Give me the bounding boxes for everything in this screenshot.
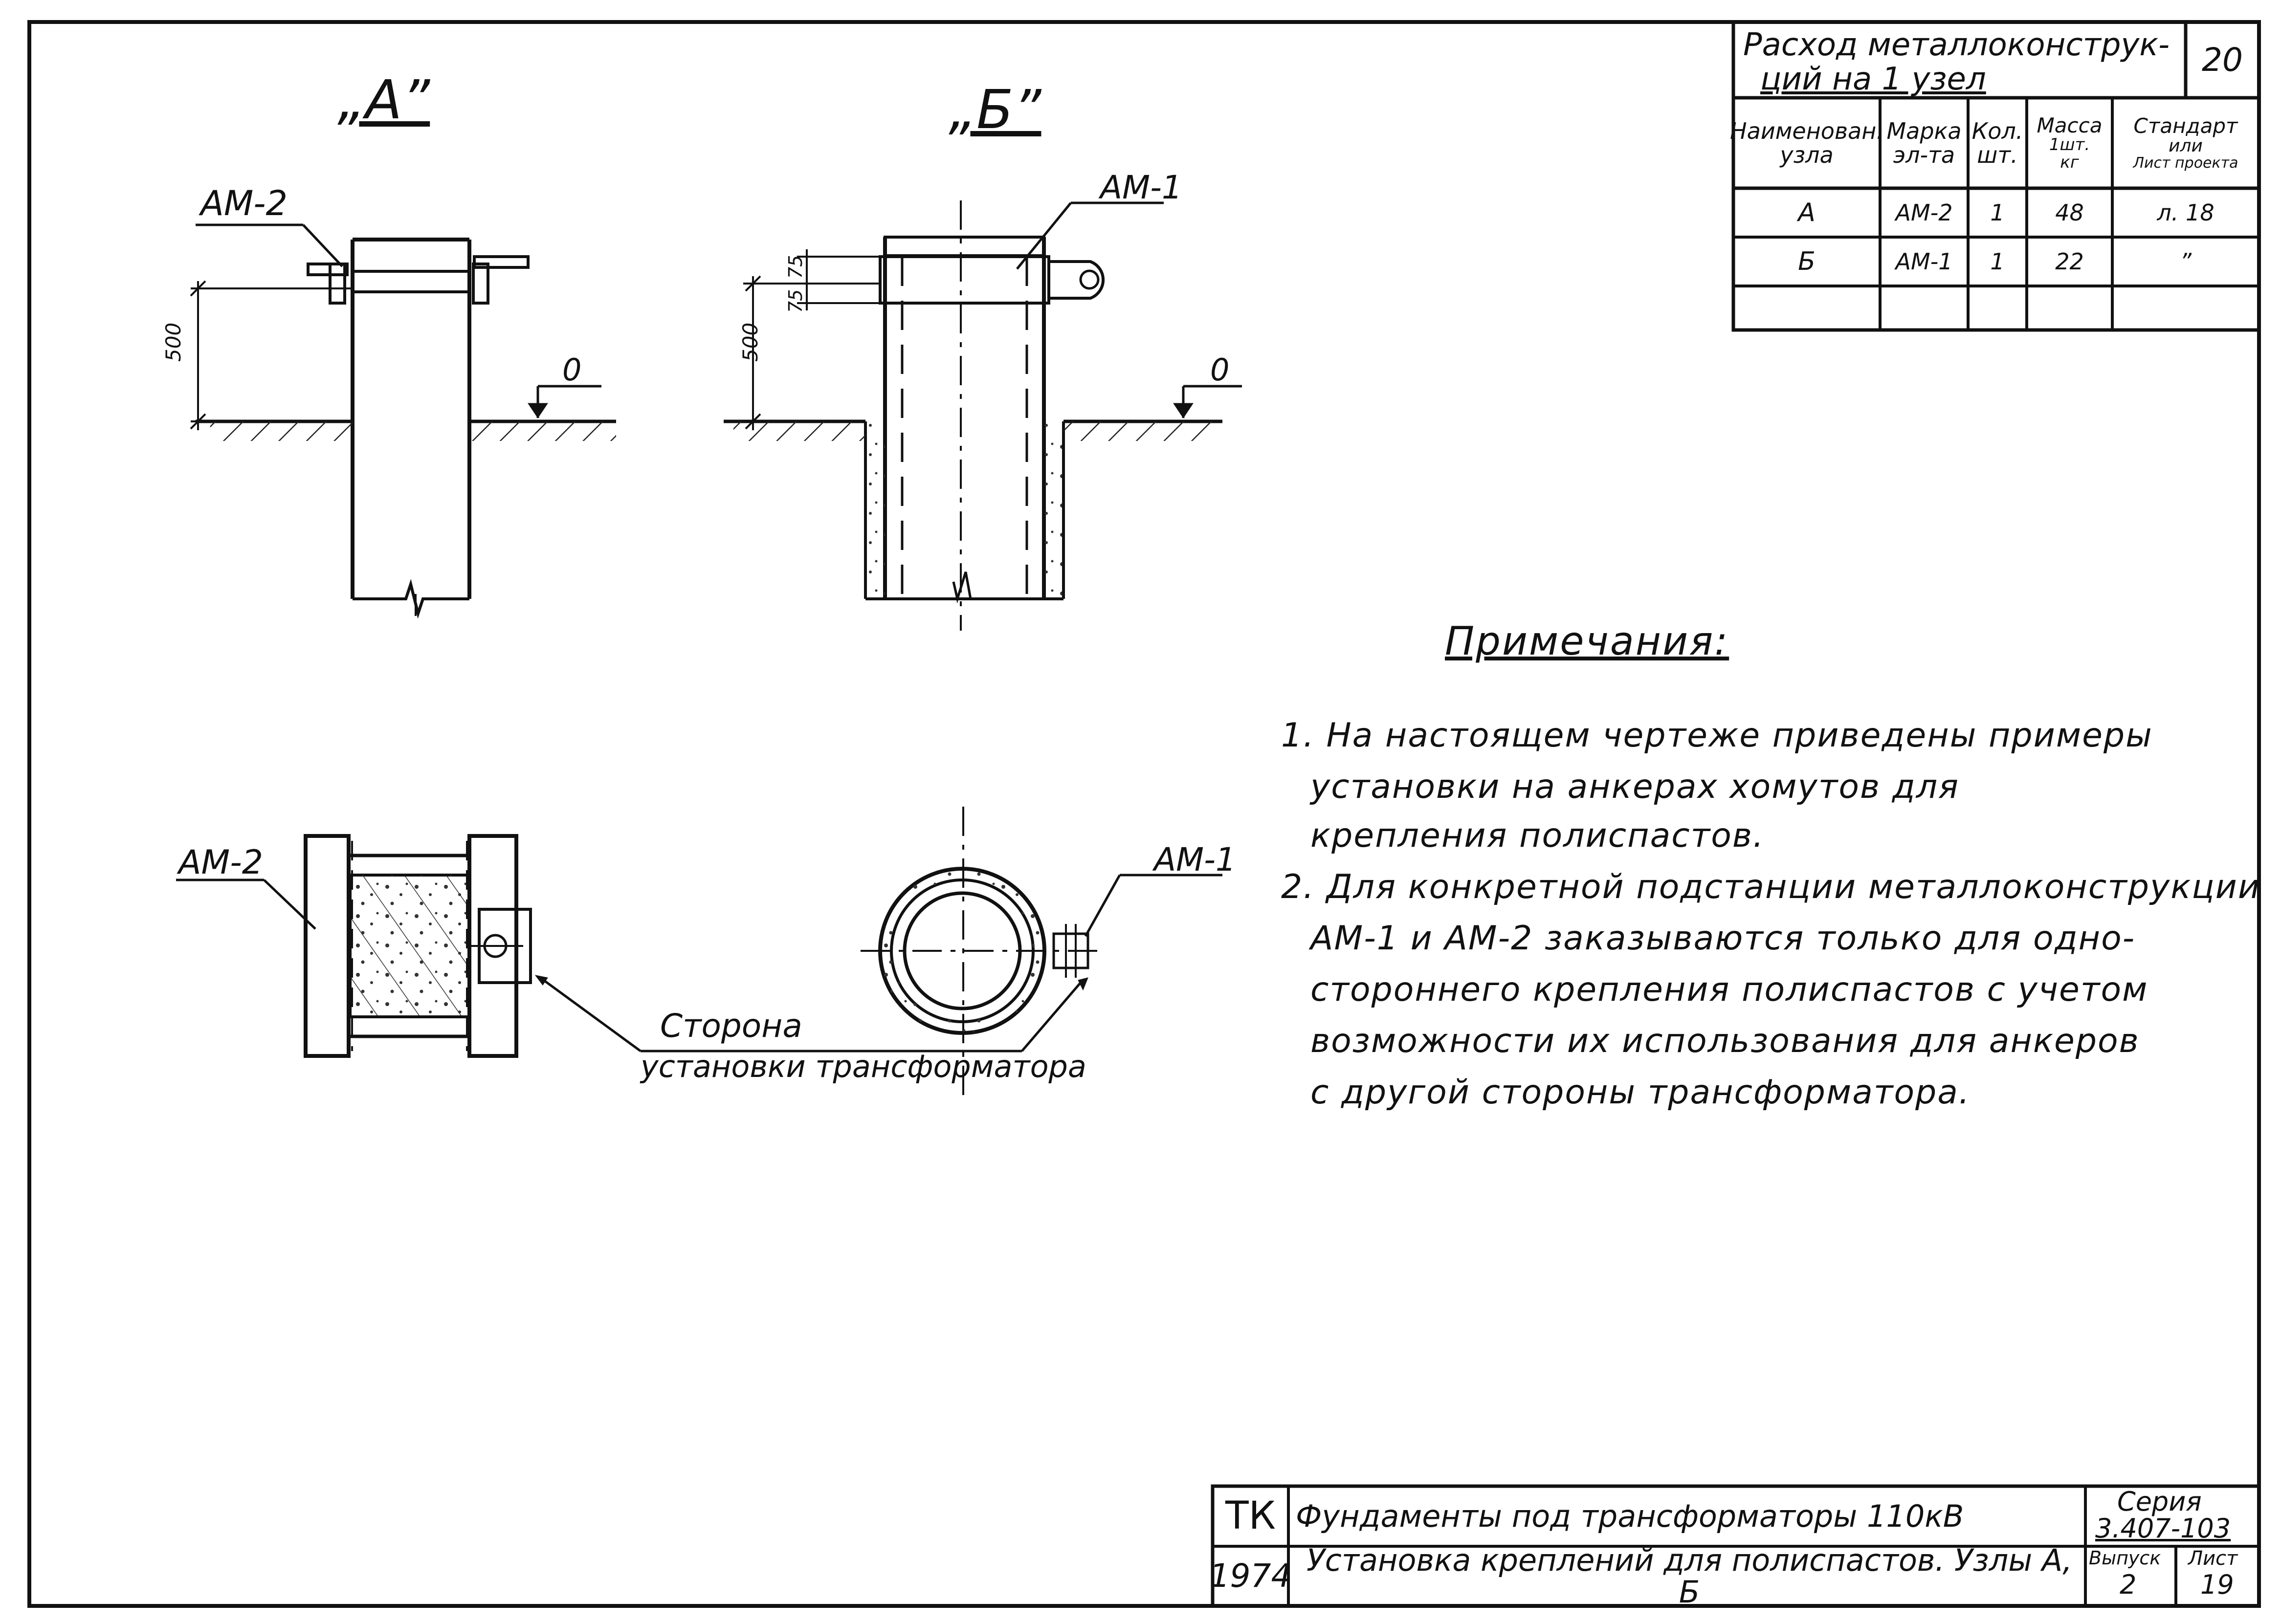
plan-a <box>176 834 1022 1058</box>
title-block-sheet-value: 19 <box>2200 1569 2234 1600</box>
header-mark: Марка эл-та <box>1880 98 1968 188</box>
title-block-issue-label: Выпуск <box>2089 1547 2161 1569</box>
note-line-8: с другой стороны трансформатора. <box>1310 1073 1971 1112</box>
table-row-1-mass: 48 <box>2055 199 2084 226</box>
title-block-sheet-label: Лист <box>2188 1547 2238 1570</box>
header-standard-l1: Стандарт <box>2133 113 2238 138</box>
title-block-grid <box>1211 1484 2261 1608</box>
side-label-line2: установки трансформатора <box>641 1049 1086 1084</box>
table-row-2-mark: АМ-1 <box>1895 248 1953 275</box>
header-qty: Кол. шт. <box>1968 98 2027 188</box>
side-label-line1: Сторона <box>660 1007 802 1045</box>
sheet-border <box>27 20 2261 1608</box>
note-line-1: 1. На настоящем чертеже приведены пример… <box>1281 716 2153 755</box>
header-qty-l1: Кол. <box>1971 118 2023 145</box>
table-row-1-standard: л. 18 <box>2157 199 2215 226</box>
table-title-line1: Расход металлоконструк- <box>1743 27 2170 63</box>
notes-title: Примечания: <box>1445 618 1729 664</box>
table-row-2-mass: 22 <box>2055 248 2084 275</box>
header-name-l1: Наименован. <box>1730 118 1883 145</box>
table-row-1-qty: 1 <box>1990 199 2005 226</box>
header-mass: Масса 1шт. кг <box>2027 98 2112 188</box>
view-b-elevation <box>724 200 1242 631</box>
table-row-1-mark: АМ-2 <box>1895 199 1953 226</box>
header-mass-l1: Масса <box>2037 113 2103 137</box>
header-mark-l2: эл-та <box>1893 141 1955 168</box>
view-b-dim-75-upper: 75 <box>785 255 806 279</box>
view-a-dim-500: 500 <box>161 322 185 362</box>
header-standard-l3: Лист проекта <box>2133 154 2238 172</box>
note-line-7: возможности их использования для анкеров <box>1310 1022 2140 1060</box>
title-block-issue-value: 2 <box>2120 1569 2137 1600</box>
header-name: Наименован. узла <box>1730 98 1883 188</box>
view-a-elevation <box>190 223 616 619</box>
view-b-title: „Б” <box>949 78 1041 141</box>
view-b-dim-75-lower: 75 <box>785 289 806 313</box>
header-qty-l2: шт. <box>1977 141 2018 168</box>
view-b-ground-mark: 0 <box>1210 352 1230 388</box>
header-mass-l3: кг <box>2060 152 2079 172</box>
header-standard: Стандарт или Лист проекта <box>2112 98 2259 188</box>
title-block-series-label: Серия <box>2117 1486 2202 1517</box>
note-line-6: стороннего крепления полиспастов с учето… <box>1310 970 2148 1009</box>
sheet-number-top: 20 <box>2202 41 2243 79</box>
title-block-sheet-title: Установка креплений для полиспастов. Узл… <box>1307 1542 2072 1610</box>
note-line-3: крепления полиспастов. <box>1310 816 1765 855</box>
note-line-4: 2. Для конкретной подстанции металлоконс… <box>1281 868 2261 906</box>
title-block-code: ТК <box>1225 1493 1276 1538</box>
header-mass-l2: 1шт. <box>2049 134 2090 154</box>
table-title-line2: ций на 1 узел <box>1760 61 1986 97</box>
title-block-series-value: 3.407-103 <box>2095 1513 2231 1544</box>
plan-b <box>861 807 1222 1100</box>
plan-b-label-am1: АМ-1 <box>1154 841 1236 878</box>
header-mark-l1: Марка <box>1886 118 1962 145</box>
view-b-label-am1: АМ-1 <box>1100 169 1182 206</box>
table-row-2-standard: ” <box>2180 248 2192 275</box>
consumption-table-grid <box>1731 20 2261 332</box>
header-name-l2: узла <box>1780 141 1834 168</box>
note-line-2: установки на анкерах хомутов для <box>1310 768 1960 806</box>
header-standard-l2: или <box>2169 135 2203 156</box>
view-b-dim-500: 500 <box>738 322 762 362</box>
view-a-label-am2: АМ-2 <box>200 183 288 223</box>
table-row-1-name: А <box>1798 198 1816 227</box>
view-a-title: „А” <box>337 68 430 131</box>
title-block-year: 1974 <box>1209 1557 1292 1595</box>
title-block-project: Фундаменты под трансформаторы 110кВ <box>1296 1498 1964 1534</box>
table-row-2-name: Б <box>1798 246 1816 276</box>
view-a-ground-mark: 0 <box>562 352 582 388</box>
plan-a-label-am2: АМ-2 <box>178 843 263 882</box>
note-line-5: АМ-1 и АМ-2 заказываются только для одно… <box>1310 919 2136 958</box>
table-row-2-qty: 1 <box>1990 248 2005 275</box>
